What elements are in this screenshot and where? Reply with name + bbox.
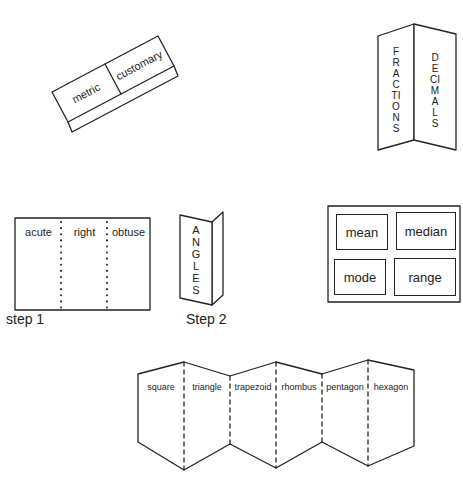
flap-label: triangle — [192, 382, 222, 392]
foldable-panel: acute — [17, 222, 60, 242]
flap-box: median — [396, 212, 456, 250]
fold-line — [183, 362, 184, 470]
foldable-panel: obtuse — [108, 222, 149, 242]
flap-label: square — [147, 382, 175, 392]
flap-label: acute — [25, 226, 52, 238]
flap-label: rhombus — [281, 382, 316, 392]
flap-label: right — [74, 226, 95, 238]
foldable-panel: FRACTIONS — [380, 36, 412, 144]
top-sheet — [52, 36, 174, 122]
flap-label: median — [405, 224, 448, 239]
flap-label: pentagon — [326, 382, 364, 392]
fold-line — [60, 222, 62, 308]
fold-line — [321, 374, 322, 442]
foldable-panel: hexagon — [369, 379, 413, 395]
fold-line — [367, 360, 368, 466]
flap-label: range — [408, 270, 441, 285]
foldable-panel: square — [139, 379, 183, 395]
fold-line — [275, 362, 276, 468]
book-right-panel — [414, 24, 456, 150]
foldable-panel: rhombus — [277, 379, 321, 395]
flap-box: mean — [336, 214, 388, 250]
flap-label: FRACTIONS — [391, 46, 401, 134]
step-label: step 1 — [6, 311, 44, 327]
flap-label: DECIMALS — [430, 52, 440, 129]
back-sheet — [328, 206, 460, 302]
flap-label: hexagon — [374, 382, 409, 392]
foldable-panel: right — [63, 222, 106, 242]
card-back — [212, 212, 223, 305]
card-front — [180, 215, 212, 305]
flap-box: range — [394, 258, 456, 296]
fold-line — [229, 376, 230, 444]
flap-label: mean — [346, 225, 379, 240]
accordion-outline — [138, 360, 414, 470]
book-left-panel — [378, 24, 414, 150]
flap-label: trapezoid — [234, 382, 271, 392]
flap-label: ANGLES — [191, 224, 202, 297]
sheet — [15, 218, 150, 310]
flap-box: mode — [334, 259, 386, 295]
foldable-panel: pentagon — [323, 379, 367, 395]
fold-line — [106, 222, 108, 308]
foldable-panel: triangle — [185, 379, 229, 395]
foldable-panel: trapezoid — [231, 379, 275, 395]
flap-label: mode — [344, 270, 377, 285]
foldable-panel: DECIMALS — [416, 36, 454, 144]
step-label: Step 2 — [186, 311, 226, 327]
foldable-panel: ANGLES — [180, 222, 212, 298]
flap-label: obtuse — [112, 226, 145, 238]
